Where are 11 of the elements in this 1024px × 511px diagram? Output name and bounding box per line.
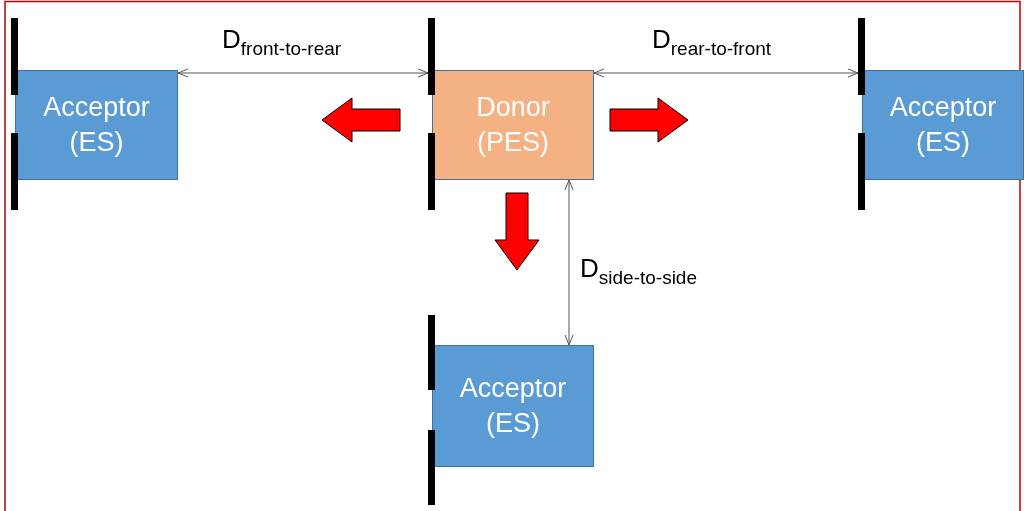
node-label: Acceptor (ES) <box>888 90 998 159</box>
dimension-arrow <box>593 68 859 78</box>
node-label: Acceptor (ES) <box>458 371 568 440</box>
node-label: Acceptor (ES) <box>42 90 151 159</box>
acceptor-box <box>15 70 178 180</box>
dimension-arrow <box>564 179 574 346</box>
node-label: Donor (PES) <box>475 90 551 159</box>
acceptor-box <box>432 345 594 467</box>
donor-box <box>432 70 594 180</box>
dimension-arrow <box>177 68 429 78</box>
acceptor-box <box>862 70 1024 180</box>
